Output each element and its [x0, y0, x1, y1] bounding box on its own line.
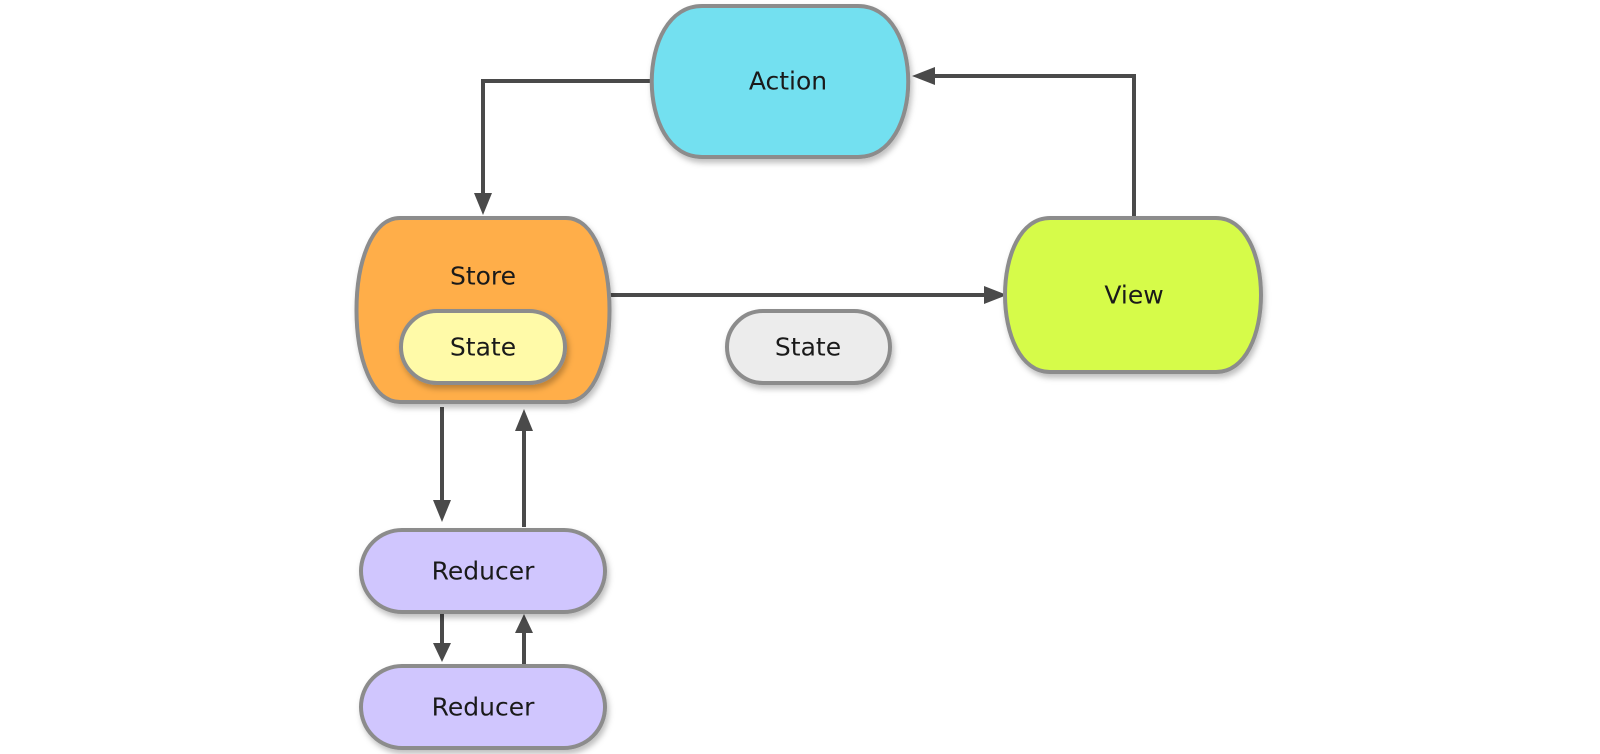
store-state-shape [399, 309, 567, 385]
edge-action-to-store [479, 79, 650, 202]
state-flow-label: State [775, 333, 841, 362]
node-action [649, 4, 911, 159]
arrowhead-reducer-1-to-reducer-2 [433, 643, 451, 662]
node-store-state [399, 309, 567, 385]
edges [433, 67, 1136, 664]
reducer-2-label: Reducer [432, 693, 535, 722]
node-reducer-2 [359, 664, 607, 750]
arrowhead-store-to-view [984, 286, 1007, 304]
action-label: Action [749, 67, 827, 96]
node-reducer-1 [359, 528, 607, 614]
edge-view-to-action [928, 74, 1136, 217]
view-shape [1003, 216, 1263, 374]
store-state-label: State [450, 333, 516, 362]
node-state-flow [725, 309, 892, 385]
state-flow-shape [725, 309, 892, 385]
node-view [1003, 216, 1263, 374]
arrowhead-view-to-action [912, 67, 935, 85]
arrowhead-reducer-1-to-store [515, 409, 533, 431]
reducer-1-label: Reducer [432, 557, 535, 586]
arrowhead-store-to-reducer-1 [433, 500, 451, 522]
arrowhead-reducer-2-to-reducer-1 [515, 614, 533, 633]
view-label: View [1104, 281, 1163, 310]
action-shape [649, 4, 911, 159]
reducer-2-shape [359, 664, 607, 750]
reducer-1-shape [359, 528, 607, 614]
store-label: Store [450, 262, 516, 291]
arrowhead-action-to-store [474, 193, 492, 215]
